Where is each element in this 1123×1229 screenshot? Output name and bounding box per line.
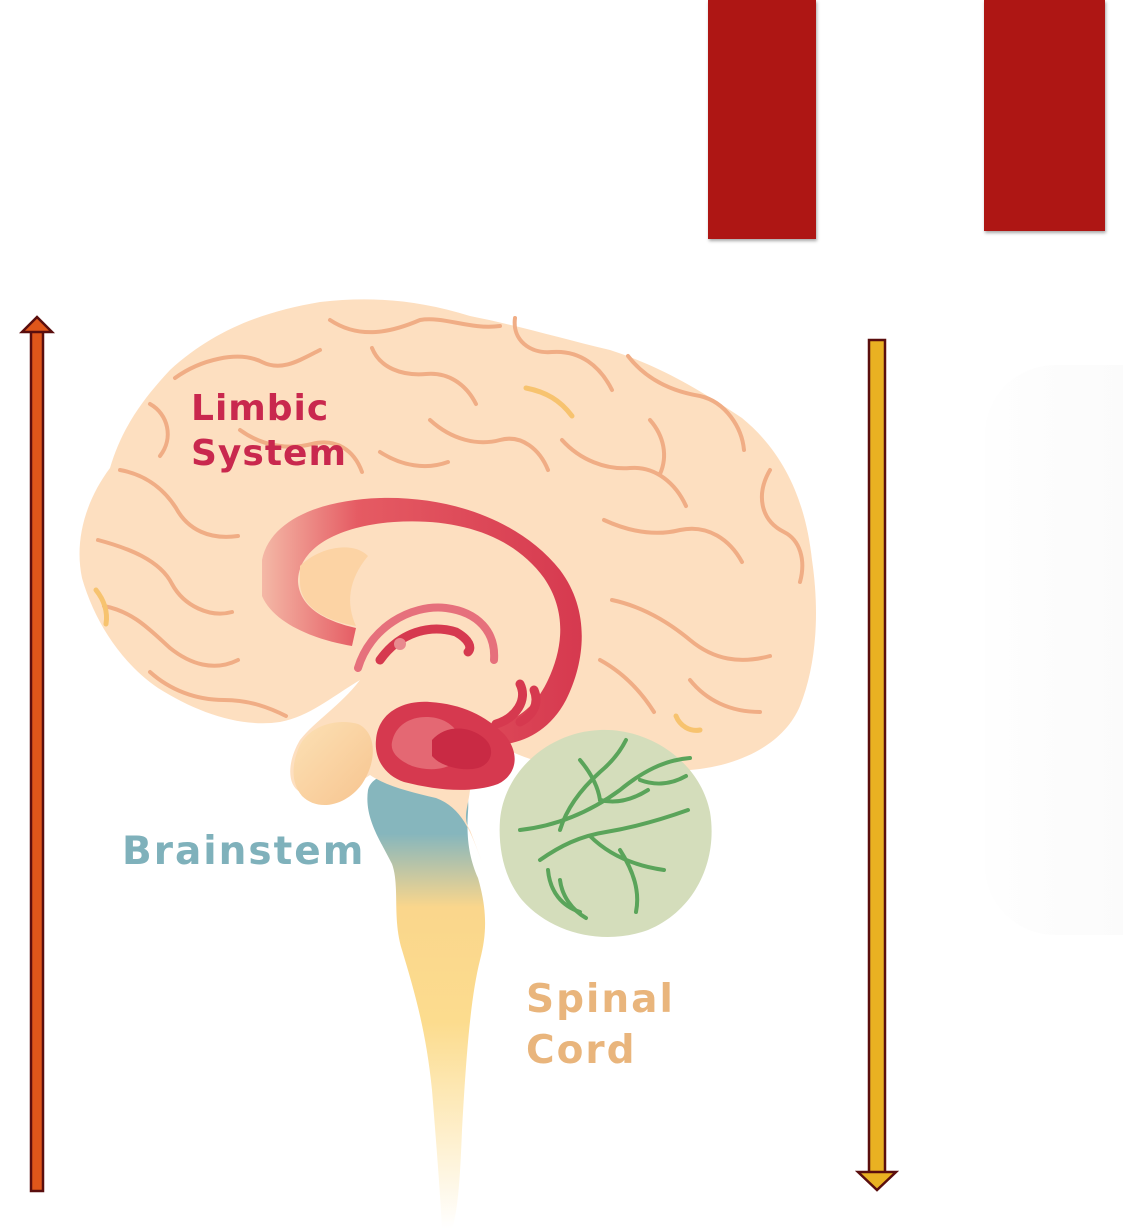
spinal-label-line1: Spinal xyxy=(526,975,675,1026)
up-arrow-icon xyxy=(22,317,52,1191)
limbic-label-line2: System xyxy=(191,431,347,476)
spinal-cord-label: Spinal Cord xyxy=(526,975,675,1076)
brainstem-label: Brainstem xyxy=(122,828,365,877)
down-arrow-icon xyxy=(858,340,896,1190)
mammillary-dot xyxy=(394,638,406,650)
limbic-label-line1: Limbic xyxy=(191,386,347,431)
spinal-cord xyxy=(367,770,485,1229)
limbic-system-label: Limbic System xyxy=(191,386,347,476)
spinal-label-line2: Cord xyxy=(526,1026,675,1077)
